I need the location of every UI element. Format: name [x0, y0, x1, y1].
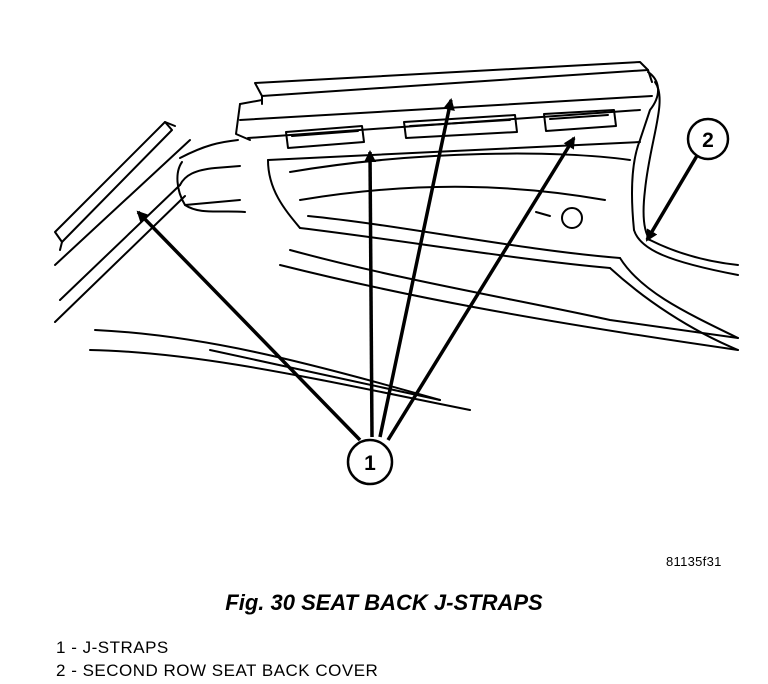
legend-item-2: 2 - SECOND ROW SEAT BACK COVER — [56, 659, 378, 682]
legend: 1 - J-STRAPS 2 - SECOND ROW SEAT BACK CO… — [56, 636, 378, 682]
legend-separator: - — [65, 638, 83, 657]
seat-back-illustration: 1 2 — [54, 61, 739, 486]
callout-1-label: 1 — [364, 452, 376, 475]
legend-label: J-STRAPS — [82, 638, 169, 657]
legend-number: 2 — [56, 661, 66, 680]
callout-leaders — [136, 98, 700, 442]
legend-separator: - — [65, 661, 83, 680]
leader-arrow-1a — [136, 210, 362, 442]
figure-id-code: 81135f31 — [666, 554, 722, 569]
callout-2: 2 — [686, 117, 730, 161]
leader-arrow-2 — [645, 153, 700, 242]
legend-item-1: 1 - J-STRAPS — [56, 636, 378, 659]
seat-outline — [54, 61, 739, 411]
figure-caption: Fig. 30 SEAT BACK J-STRAPS — [225, 590, 543, 615]
leader-arrow-1c — [378, 98, 455, 438]
leader-arrow-1d — [386, 136, 576, 441]
callout-1: 1 — [346, 438, 394, 486]
legend-number: 1 — [56, 638, 66, 657]
leader-arrow-1b — [364, 150, 377, 438]
callout-2-label: 2 — [702, 129, 714, 152]
legend-label: SECOND ROW SEAT BACK COVER — [82, 661, 379, 680]
